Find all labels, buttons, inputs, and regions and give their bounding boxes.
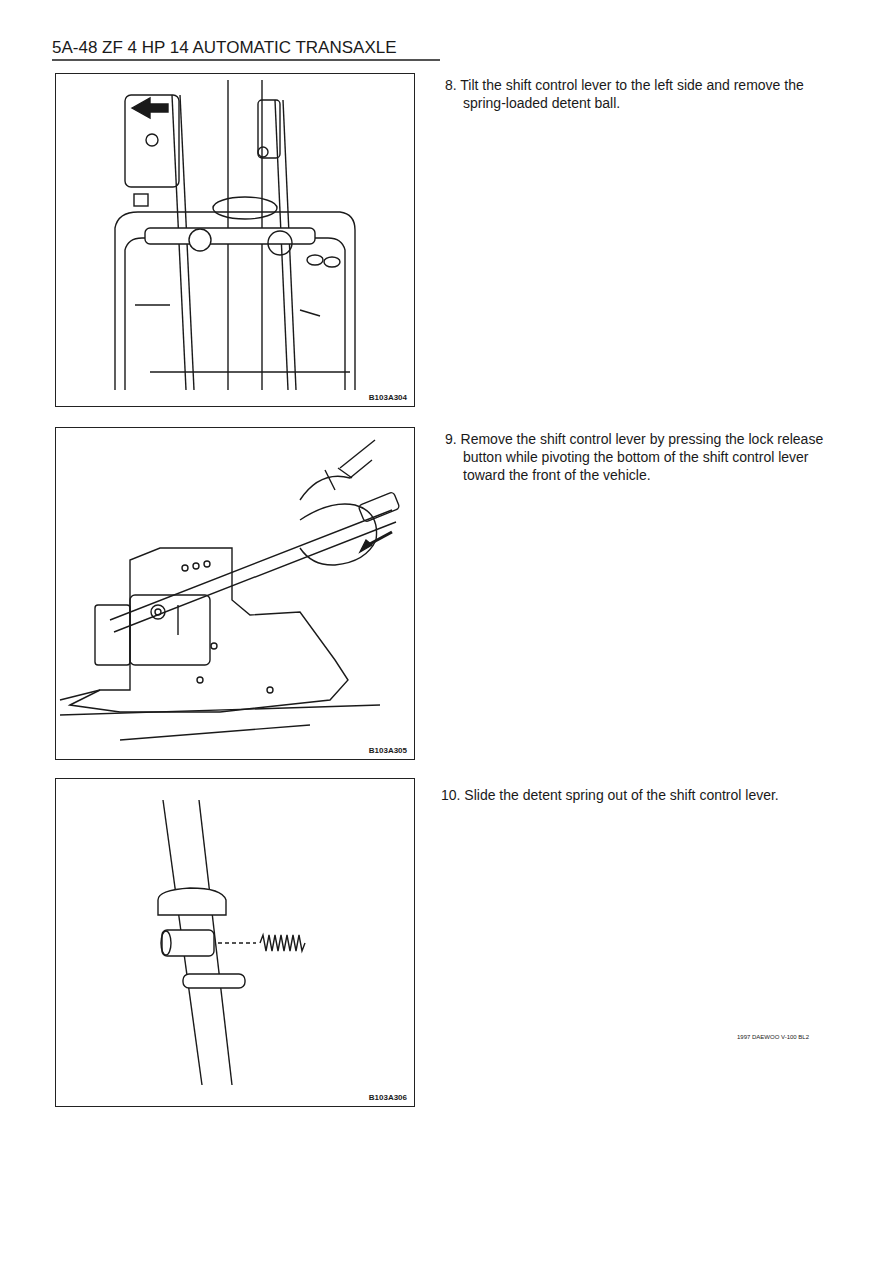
shifter-top-view <box>115 80 355 390</box>
figure-frame: B103A305 <box>55 427 415 760</box>
procedure-step: 8. Tilt the shift control lever to the l… <box>445 76 830 112</box>
detent-spring-view <box>158 800 305 1085</box>
figure-code: B103A304 <box>367 393 409 402</box>
procedure-step: 9. Remove the shift control lever by pre… <box>445 430 830 484</box>
lever-removal-view <box>60 440 400 740</box>
page-header: 5A-48 ZF 4 HP 14 AUTOMATIC TRANSAXLE <box>52 38 397 58</box>
figure-frame: B103A306 <box>55 778 415 1107</box>
header-rule <box>52 59 440 61</box>
footer-note: 1997 DAEWOO V-100 BL2 <box>737 1033 809 1041</box>
procedure-step: 10. Slide the detent spring out of the s… <box>441 786 836 804</box>
figure-code: B103A306 <box>367 1093 409 1102</box>
figure-code: B103A305 <box>367 746 409 755</box>
figure-frame: B103A304 <box>55 73 415 407</box>
